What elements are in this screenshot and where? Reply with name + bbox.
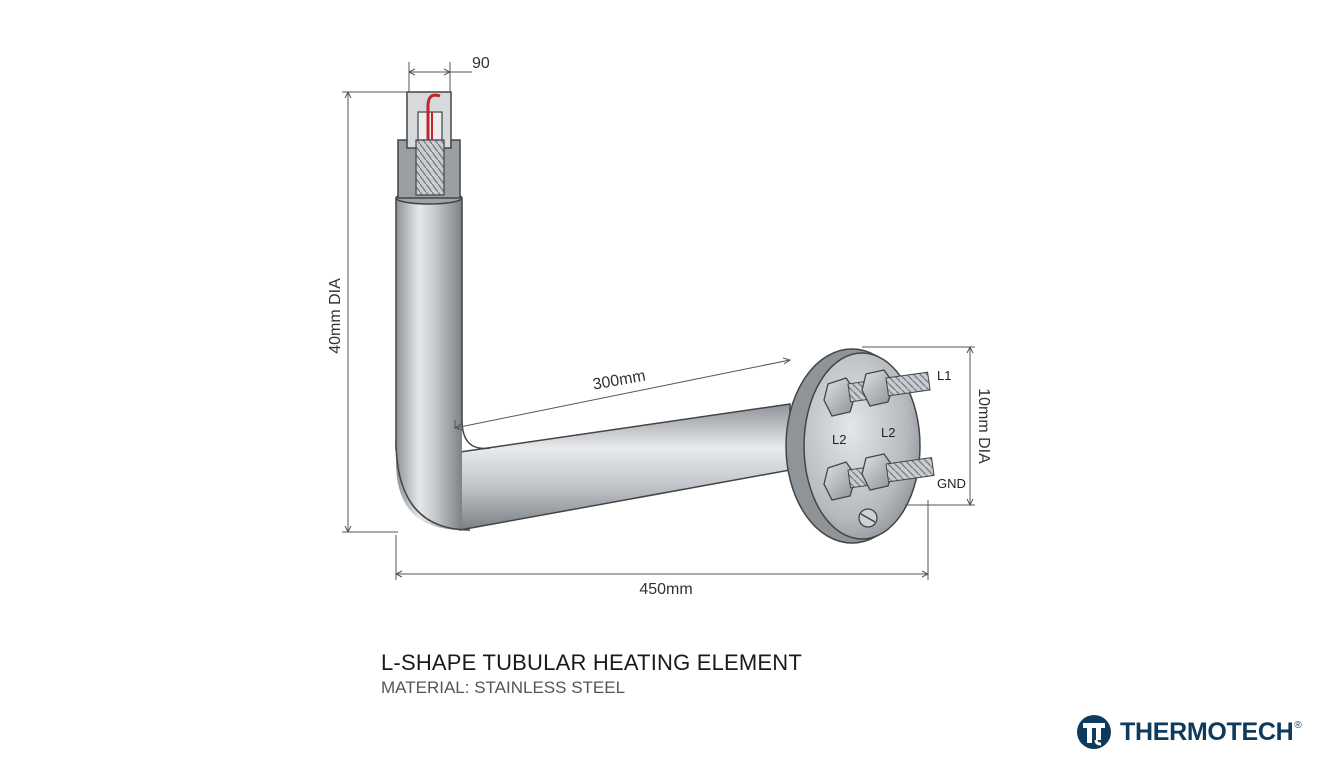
terminal-label-gnd: GND <box>937 476 966 491</box>
mounting-flange <box>785 348 935 544</box>
terminal-label-l2-left: L2 <box>832 432 846 447</box>
top-nut <box>823 369 931 417</box>
brand-logo: THERMOTECH ® <box>1076 712 1302 752</box>
bottom-nut <box>823 453 935 501</box>
heating-wire <box>426 93 441 140</box>
dimension-flange-height: 10mm DIA <box>975 388 992 464</box>
thermotech-logo-icon <box>1077 715 1111 749</box>
vertical-tube <box>395 191 463 450</box>
brand-name: THERMOTECH <box>1120 717 1294 746</box>
dimension-diagonal-length: 300mm <box>591 368 647 394</box>
dimension-lines <box>342 62 975 580</box>
coil-spring <box>415 139 445 196</box>
terminal-label-l2-right: L2 <box>881 425 895 440</box>
brand-registered-mark: ® <box>1294 719 1302 731</box>
dimension-overall-length: 450mm <box>639 581 692 598</box>
diagram-title: L-SHAPE TUBULAR HEATING ELEMENT <box>381 650 803 675</box>
dimension-vertical-height: 40mm DIA <box>327 278 344 354</box>
terminal-label-l1: L1 <box>937 368 951 383</box>
tube-end-cutaway <box>397 91 461 199</box>
horizontal-tube <box>459 403 791 531</box>
ground-screw <box>858 508 878 528</box>
diagram-subtitle: MATERIAL: STAINLESS STEEL <box>381 678 626 697</box>
dimension-top-width: 90 <box>472 55 490 72</box>
